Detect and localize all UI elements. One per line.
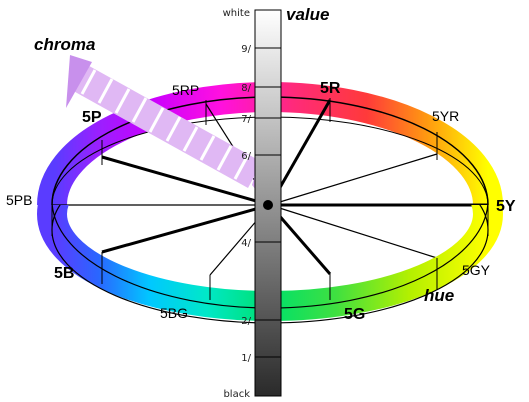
hue-title: hue (424, 286, 454, 305)
value-tick-8: 8/ (241, 83, 251, 94)
hue-label-5r: 5R (320, 80, 341, 97)
hue-label-5rp: 5RP (172, 82, 199, 98)
hue-label-5gy: 5GY (462, 262, 491, 278)
hue-label-5yr: 5YR (432, 108, 459, 124)
value-axis (254, 9, 282, 397)
value-tick-7: 7/ (241, 114, 251, 125)
value-tick-9: 9/ (241, 44, 251, 55)
value-tick-4: 4/ (241, 238, 251, 249)
hue-label-5g: 5G (344, 306, 365, 323)
value-label-black: black (223, 389, 250, 400)
hue-label-5bg: 5BG (160, 305, 188, 321)
value-tick-6: 6/ (241, 151, 251, 162)
hue-label-5pb: 5PB (6, 192, 32, 208)
value-tick-1: 1/ (241, 353, 251, 364)
value-tick-2: 2/ (241, 316, 251, 327)
chroma-title: chroma (34, 35, 95, 54)
value-label-white: white (223, 8, 250, 19)
hue-label-5y: 5Y (496, 198, 516, 215)
hue-label-5p: 5P (82, 109, 102, 126)
value-title: value (286, 5, 329, 24)
hue-label-5b: 5B (54, 265, 74, 282)
hue-spokes (52, 99, 488, 276)
ring-dividers (51, 98, 489, 300)
